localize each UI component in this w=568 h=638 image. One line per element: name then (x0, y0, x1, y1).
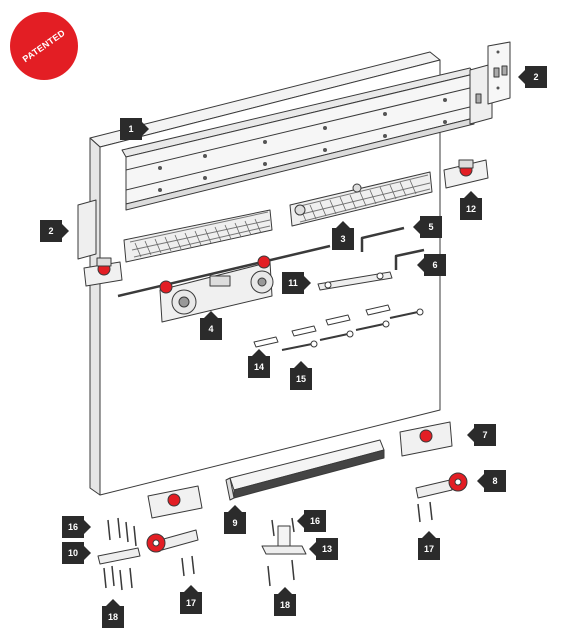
callout-18-right: 18 (274, 587, 296, 616)
callout-16-left: 16 (62, 516, 91, 538)
end-cap-left (77, 199, 97, 260)
trolley (117, 244, 331, 323)
callout-2-right: 2 (518, 66, 547, 88)
stopper-right (443, 159, 489, 189)
top-rail (121, 67, 475, 211)
callout-18-left: 18 (102, 599, 124, 628)
callout-5: 5 (413, 216, 442, 238)
callout-12: 12 (460, 191, 482, 220)
callout-17-left: 17 (180, 585, 202, 614)
damper-left (123, 209, 273, 263)
callout-1: 1 (120, 118, 149, 140)
bracket-plate-left (97, 547, 141, 565)
screws-group (253, 304, 424, 351)
end-cap-right (469, 41, 511, 125)
floor-bracket (261, 525, 307, 555)
callout-10: 10 (62, 542, 91, 564)
callout-14: 14 (248, 349, 270, 378)
callout-2-left: 2 (40, 220, 69, 242)
bottom-stop-left (147, 485, 203, 519)
callout-3: 3 (332, 221, 354, 250)
guide-roller-left (146, 529, 199, 553)
guide-roller-right (415, 472, 468, 499)
allen-keys (360, 226, 425, 270)
callout-15: 15 (290, 361, 312, 390)
callout-17-right: 17 (418, 531, 440, 560)
damper-right (289, 171, 433, 227)
bottom-stop-right (399, 421, 453, 457)
patented-text: PATENTED (20, 27, 68, 65)
adjustment-arm (317, 271, 393, 291)
callout-13: 13 (309, 538, 338, 560)
bottom-guide-track (225, 439, 385, 501)
stopper-left (83, 257, 123, 287)
callout-6: 6 (417, 254, 446, 276)
callout-16-right: 16 (297, 510, 326, 532)
small-fasteners (103, 501, 433, 591)
callout-8: 8 (477, 470, 506, 492)
callout-7: 7 (467, 424, 496, 446)
patented-badge: PATENTED (10, 12, 78, 80)
callout-4: 4 (200, 311, 222, 340)
callout-9: 9 (224, 505, 246, 534)
callout-11: 11 (282, 272, 311, 294)
